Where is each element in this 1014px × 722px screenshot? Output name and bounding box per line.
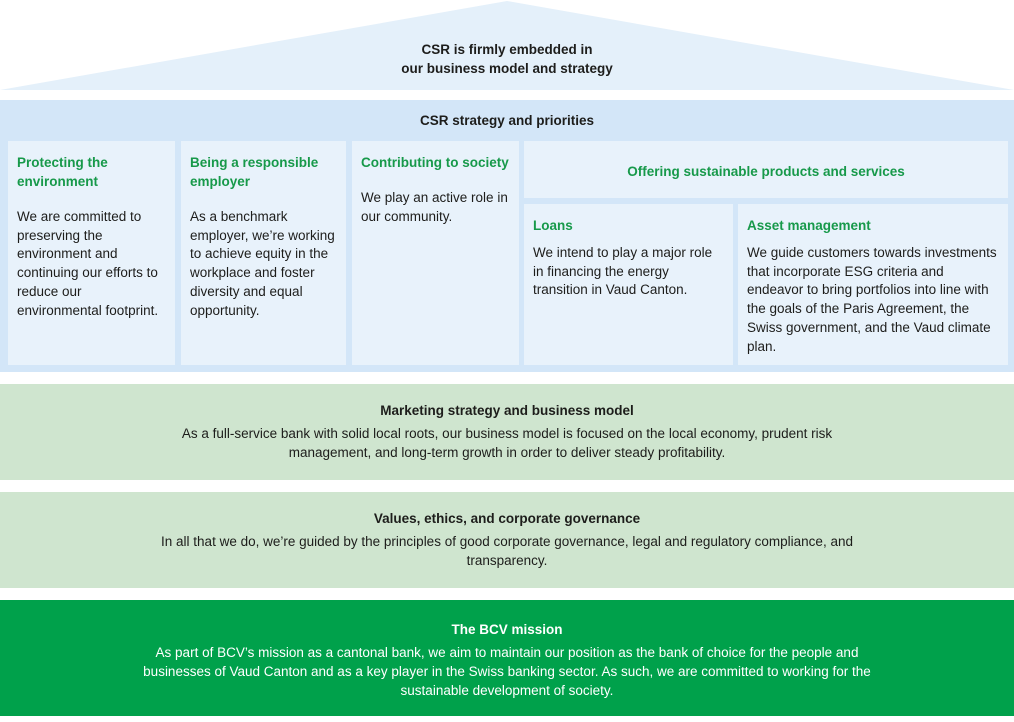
offering-loans: Loans We intend to play a major role in … [524,204,733,365]
csr-strategy-title: CSR strategy and priorities [419,113,595,128]
roof-line-2: our business model and strategy [401,61,613,76]
pillar-heading: Protecting the environment [17,155,108,189]
offering-heading: Offering sustainable products and servic… [627,164,905,179]
loans-heading: Loans [533,218,573,233]
pillar-text: We play an active role in our community. [361,190,508,224]
mission-band: The BCV mission As part of BCV’s mission… [0,600,1014,716]
mission-title: The BCV mission [451,622,563,637]
values-text: In all that we do, we’re guided by the p… [161,534,853,568]
offering-header: Offering sustainable products and servic… [524,141,1008,198]
offering-asset-management: Asset management We guide customers towa… [738,204,1008,365]
roof-text: CSR is firmly embedded in our business m… [300,40,714,78]
marketing-band: Marketing strategy and business model As… [0,384,1014,480]
pillar-text: As a benchmark employer, we’re working t… [190,209,335,318]
pillar-heading: Being a responsible employer [190,155,319,189]
mission-text: As part of BCV’s mission as a cantonal b… [143,645,871,698]
asset-text: We guide customers towards investments t… [747,245,997,354]
pillar-heading: Contributing to society [361,155,509,170]
pillar-text: We are committed to preserving the envir… [17,209,159,318]
pillar-employer: Being a responsible employer As a benchm… [181,141,346,365]
values-band: Values, ethics, and corporate governance… [0,492,1014,588]
marketing-text: As a full-service bank with solid local … [181,426,833,460]
asset-heading: Asset management [747,218,871,233]
marketing-title: Marketing strategy and business model [380,403,634,418]
values-title: Values, ethics, and corporate governance [373,511,641,526]
pillar-society: Contributing to society We play an activ… [352,141,519,365]
pillar-environment: Protecting the environment We are commit… [8,141,175,365]
roof-shape [0,1,1014,90]
loans-text: We intend to play a major role in financ… [533,245,713,298]
roof-line-1: CSR is firmly embedded in [421,42,593,57]
